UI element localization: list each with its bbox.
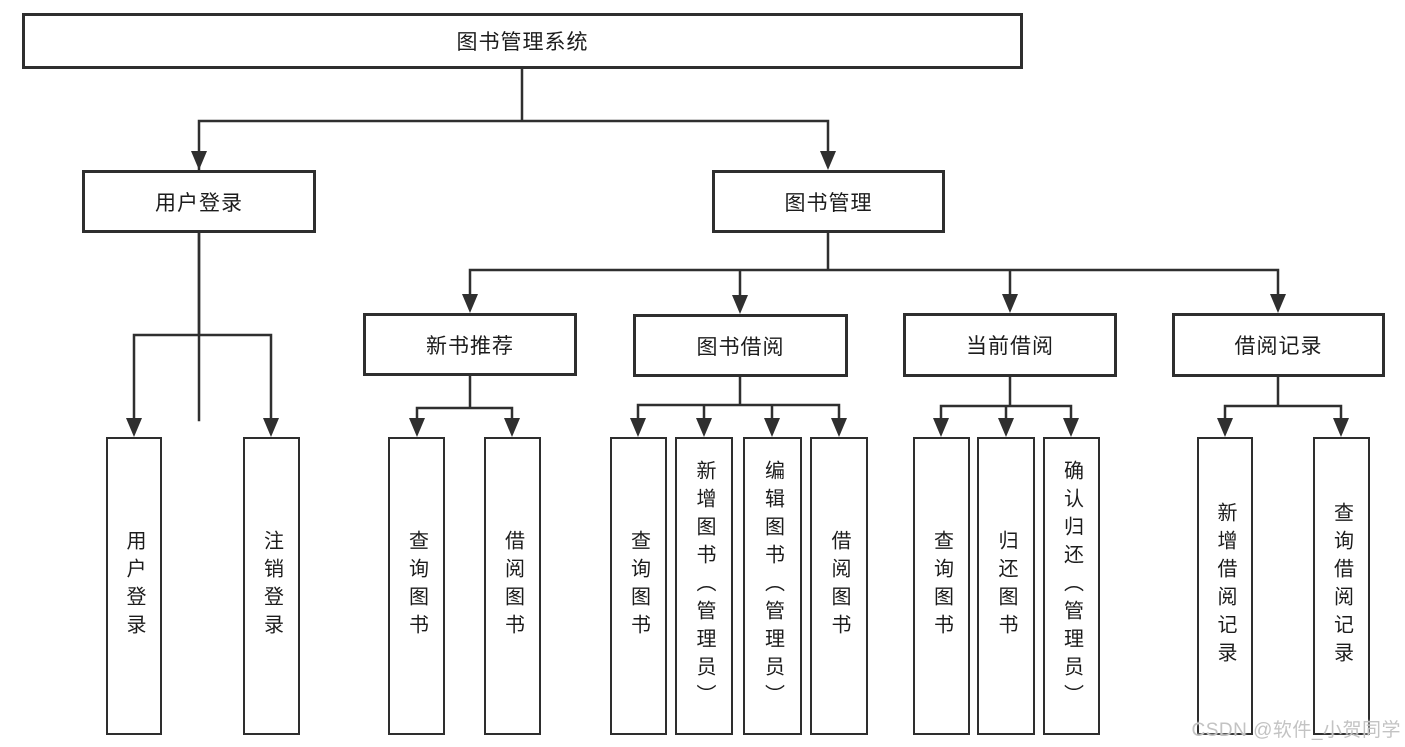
arrowheads	[126, 151, 1349, 437]
arrowhead-icon	[998, 418, 1014, 437]
arrowhead-icon	[630, 418, 646, 437]
node-current-borrowing: 当前借阅	[903, 313, 1117, 377]
arrowhead-icon	[696, 418, 712, 437]
leaf-borrow-book: 借阅图书	[810, 437, 868, 735]
leaf-query-book-borrowing: 查询图书	[610, 437, 667, 735]
arrowhead-icon	[1270, 294, 1286, 313]
arrowhead-icon	[1063, 418, 1079, 437]
leaf-user-login: 用户登录	[106, 437, 162, 735]
edge-userlogin-to-leaves	[132, 231, 273, 422]
arrowhead-icon	[462, 294, 478, 313]
arrowhead-icon	[263, 418, 279, 437]
edge-bookborrow-to-leaves	[636, 375, 841, 422]
leaf-query-book-recommend: 查询图书	[388, 437, 445, 735]
arrowhead-icon	[1217, 418, 1233, 437]
leaf-add-borrow-record: 新增借阅记录	[1197, 437, 1253, 735]
leaf-confirm-return-admin: 确认归还（管理员）	[1043, 437, 1100, 735]
node-book-borrowing: 图书借阅	[633, 314, 848, 377]
edge-root-to-level1	[197, 67, 830, 422]
leaf-logout: 注销登录	[243, 437, 300, 735]
leaf-query-book-current: 查询图书	[913, 437, 970, 735]
leaf-borrow-book-recommend: 借阅图书	[484, 437, 541, 735]
node-new-book-recommend: 新书推荐	[363, 313, 577, 376]
edge-currentborrow-to-leaves	[939, 375, 1073, 422]
watermark: CSDN @软件_小贺同学	[1191, 720, 1401, 741]
node-book-management: 图书管理	[712, 170, 945, 233]
arrowhead-icon	[764, 418, 780, 437]
arrowhead-icon	[1002, 294, 1018, 313]
leaf-return-book: 归还图书	[977, 437, 1035, 735]
leaf-edit-book-admin: 编辑图书（管理员）	[743, 437, 802, 735]
node-root-library-system: 图书管理系统	[22, 13, 1023, 69]
arrowhead-icon	[504, 418, 520, 437]
arrowhead-icon	[191, 151, 207, 170]
edge-borrowrecord-to-leaves	[1223, 375, 1343, 422]
arrowhead-icon	[732, 295, 748, 314]
node-user-login: 用户登录	[82, 170, 316, 233]
leaf-add-book-admin: 新增图书（管理员）	[675, 437, 733, 735]
arrowhead-icon	[1333, 418, 1349, 437]
leaf-query-borrow-record: 查询借阅记录	[1313, 437, 1370, 735]
node-borrowing-records: 借阅记录	[1172, 313, 1385, 377]
arrowhead-icon	[820, 151, 836, 170]
arrowhead-icon	[126, 418, 142, 437]
arrowhead-icon	[831, 418, 847, 437]
arrowhead-icon	[409, 418, 425, 437]
arrowhead-icon	[933, 418, 949, 437]
edge-bookmgmt-to-level2	[468, 231, 1280, 299]
edge-newbook-to-leaves	[415, 374, 514, 422]
